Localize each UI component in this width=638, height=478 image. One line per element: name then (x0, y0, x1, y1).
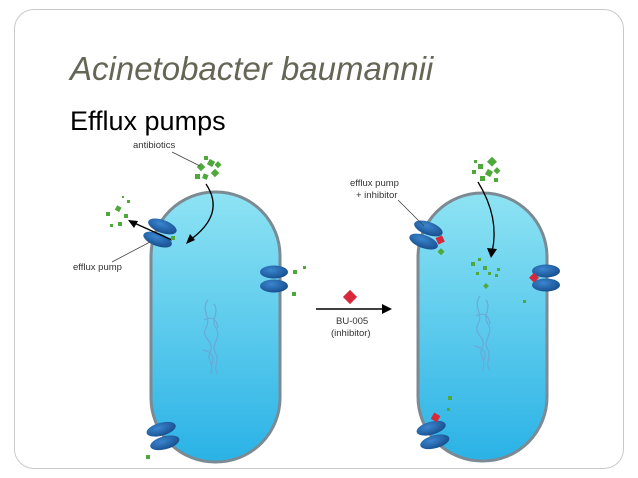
efflux-pump-inhibitor-label-line1: efflux pump (350, 178, 399, 189)
accumulated-antibiotics (437, 248, 526, 411)
antibiotics-cluster-left (195, 156, 222, 180)
slide-subtitle: Efflux pumps (70, 106, 226, 136)
inhibited-pump-top (409, 220, 445, 250)
slide-title: Acinetobacter baumannii (70, 50, 434, 87)
inhibitor-name-label: BU-005 (336, 316, 368, 327)
inhibited-pump-bottom (416, 412, 450, 450)
inhibited-pump-right (529, 264, 560, 292)
inhibitor-caption-label: (inhibitor) (331, 328, 371, 339)
efflux-pump-bottom-left (146, 421, 180, 451)
efflux-pump-top-left (143, 218, 177, 248)
dna-left (201, 299, 219, 375)
inhibitor-transition: BU-005 (inhibitor) (316, 289, 392, 339)
dna-right (473, 295, 491, 371)
efflux-pump-label: efflux pump (73, 262, 122, 273)
expelled-antibiotics (106, 196, 306, 459)
antibiotic-entry-arrow (189, 183, 214, 241)
antibiotic-entry-arrow-right (477, 181, 495, 253)
bacterial-cell-right (409, 181, 560, 463)
efflux-pump-right (260, 265, 288, 293)
antibiotics-cluster-right (472, 156, 501, 182)
efflux-pump-inhibitor-label-line2: + inhibitor (356, 190, 397, 201)
efflux-arrow (131, 221, 173, 241)
bacterial-cell-left (128, 183, 288, 464)
antibiotics-label: antibiotics (133, 140, 175, 151)
